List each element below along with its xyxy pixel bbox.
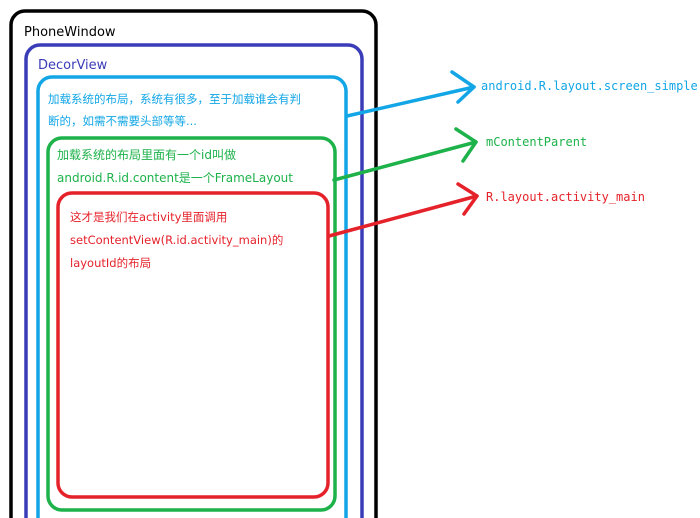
decor-view-box (24, 43, 364, 518)
decor-view-label: DecorView (38, 58, 108, 73)
activity-layout-note-line3: layoutId的布局 (70, 256, 152, 270)
content-parent-note: 加载系统的布局里面有一个id叫做 android.R.id.content是一个… (57, 144, 293, 190)
content-parent-note-line2: android.R.id.content是一个FrameLayout (57, 171, 293, 185)
screen-layout-note: 加载系统的布局，系统有很多，至于加载谁会有判 断的，如需不需要头部等等... (48, 88, 301, 132)
screen-simple-annotation: android.R.layout.screen_simple (481, 79, 698, 93)
screen-layout-box (36, 75, 348, 518)
content-parent-arrow (332, 140, 478, 182)
phone-window-label: PhoneWindow (24, 25, 116, 40)
activity-main-arrowhead (456, 182, 479, 216)
phone-window-box (9, 9, 378, 518)
activity-layout-note-line1: 这才是我们在activity里面调用 (70, 210, 228, 224)
activity-layout-box (56, 191, 330, 499)
activity-layout-note: 这才是我们在activity里面调用 setContentView(R.id.a… (70, 206, 283, 275)
content-parent-arrowhead (454, 127, 478, 163)
content-parent-annotation: mContentParent (486, 135, 588, 149)
activity-layout-note-line2: setContentView(R.id.activity_main)的 (70, 233, 284, 247)
screen-simple-arrowhead (450, 70, 476, 104)
activity-main-arrow (327, 194, 479, 238)
content-parent-box (46, 136, 337, 512)
screen-layout-note-line1: 加载系统的布局，系统有很多，至于加载谁会有判 (48, 92, 301, 106)
content-parent-note-line1: 加载系统的布局里面有一个id叫做 (57, 148, 236, 162)
activity-main-annotation: R.layout.activity_main (486, 190, 645, 204)
screen-layout-note-line2: 断的，如需不需要头部等等... (48, 114, 197, 128)
screen-simple-arrow (345, 85, 476, 118)
